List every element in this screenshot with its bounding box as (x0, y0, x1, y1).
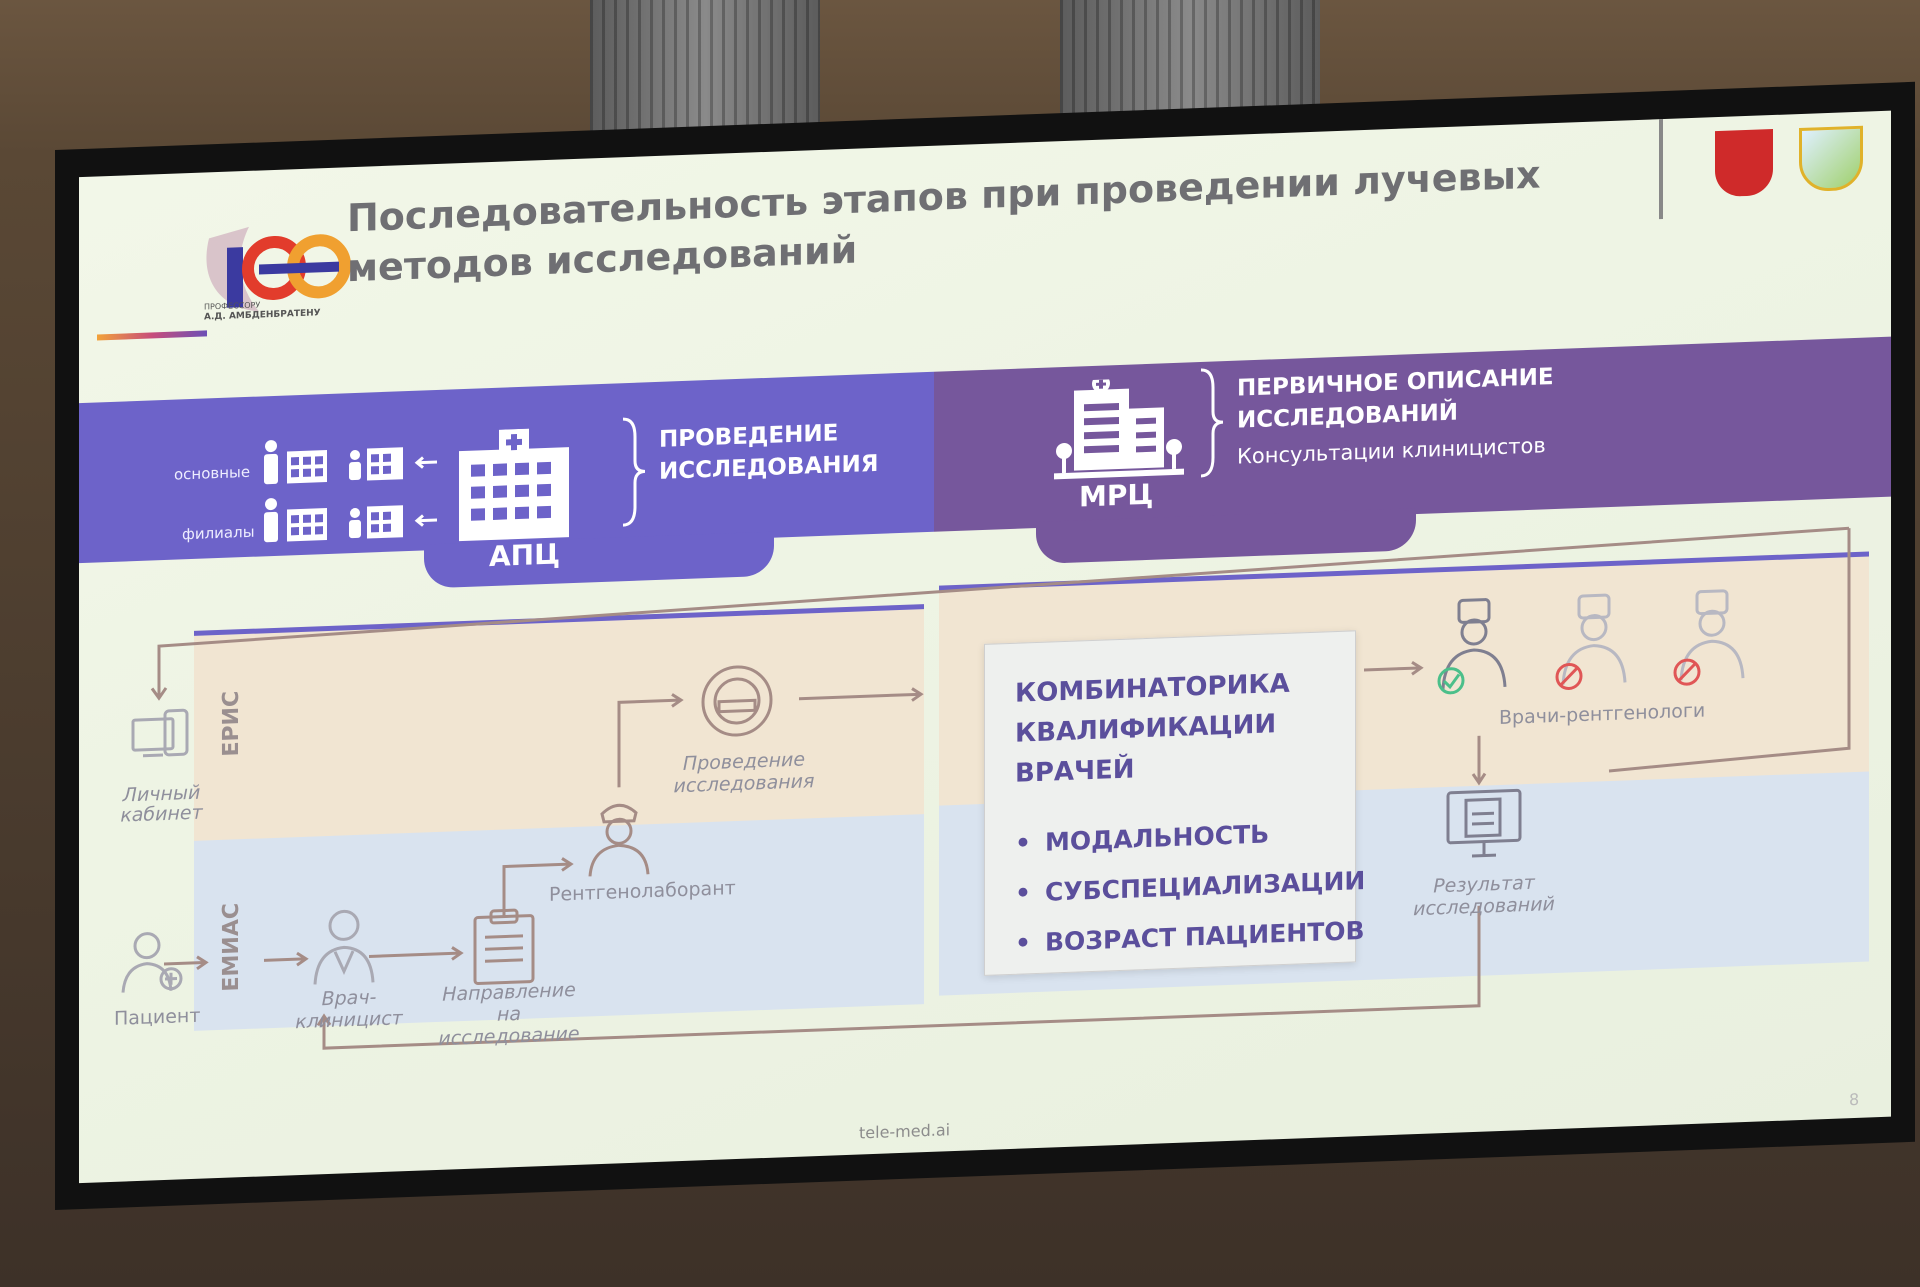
anniversary-logo (206, 226, 351, 312)
referral-clipboard-icon (473, 908, 535, 985)
apc-icons (264, 428, 569, 543)
patient-icon (121, 932, 183, 993)
result-to-cabinet-line (1608, 528, 1851, 773)
clinician-label: Врач-клиницист (295, 986, 403, 1034)
ceiling-vent-left (590, 0, 820, 150)
slide: ПРОФЕССОРУ А.Д. АМБДЕНБРАТЕНУ Последоват… (79, 110, 1891, 1184)
patient-label: Пациент (114, 1004, 201, 1030)
mrc-building-icon (1054, 376, 1184, 480)
combinatorics-list: МОДАЛЬНОСТЬ СУБСПЕЦИАЛИЗАЦИИ ВОЗРАСТ ПАЦ… (1015, 806, 1365, 969)
top-return-line (157, 526, 1850, 697)
personal-cabinet-icon (131, 708, 189, 758)
page-number: 8 (1849, 1089, 1860, 1110)
qualification-combinatorics-box: КОМБИНАТОРИКА КВАЛИФИКАЦИИ ВРАЧЕЙ МОДАЛЬ… (984, 630, 1365, 976)
projection-screen: ПРОФЕССОРУ А.Д. АМБДЕНБРАТЕНУ Последоват… (55, 81, 1915, 1211)
apc-brace (622, 417, 646, 527)
result-monitor-icon (1446, 788, 1522, 858)
available-check-icon (1437, 667, 1465, 695)
unavailable-icon (1555, 662, 1583, 690)
footer-site: tele-med.ai (859, 1120, 951, 1143)
radiographer-icon (588, 803, 650, 877)
unavailable-icon (1673, 658, 1701, 686)
combinatorics-title: КОМБИНАТОРИКА КВАЛИФИКАЦИИ ВРАЧЕЙ (1015, 668, 1290, 789)
radiologist-icon (1561, 589, 1745, 685)
mrc-brace (1200, 368, 1224, 478)
radiologists-group (1437, 589, 1745, 695)
person-icon (265, 440, 277, 453)
flow-arrows (150, 526, 1851, 1050)
child-icon (350, 449, 360, 461)
scanner-icon (701, 665, 773, 737)
radiologist-icon (1441, 598, 1507, 690)
clinician-icon (313, 909, 375, 985)
